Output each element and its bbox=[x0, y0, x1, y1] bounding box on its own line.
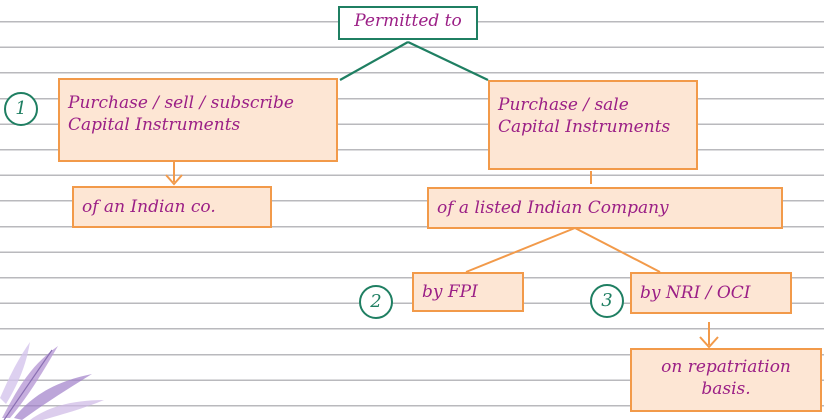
fpi-box: by FPI bbox=[412, 272, 524, 312]
root-node: Permitted to bbox=[338, 6, 478, 40]
fpi-label: by FPI bbox=[422, 282, 478, 302]
nri-label: by NRI / OCI bbox=[640, 283, 751, 303]
step-number-badge-3: 3 bbox=[590, 284, 624, 318]
nri-box: by NRI / OCI bbox=[630, 272, 792, 314]
step-number-badge-1: 1 bbox=[4, 92, 38, 126]
repatriation-box: on repatriation basis. bbox=[630, 348, 822, 412]
left-purchase-box: Purchase / sell / subscribe Capital Inst… bbox=[58, 78, 338, 162]
listed-company-label: of a listed Indian Company bbox=[437, 198, 669, 218]
right-purchase-line1: Purchase / sale bbox=[498, 95, 629, 115]
root-label: Permitted to bbox=[354, 11, 462, 31]
connector-to-fpi bbox=[465, 227, 576, 273]
arrowhead-left bbox=[165, 174, 183, 186]
left-purchase-line1: Purchase / sell / subscribe bbox=[68, 93, 294, 113]
listed-company-box: of a listed Indian Company bbox=[427, 187, 783, 229]
indian-co-box: of an Indian co. bbox=[72, 186, 272, 228]
repatriation-line2: basis. bbox=[701, 379, 751, 399]
arrowhead-nri bbox=[699, 336, 719, 349]
step-number-badge-2: 2 bbox=[359, 285, 393, 319]
left-purchase-line2: Capital Instruments bbox=[68, 115, 241, 135]
connector-to-nri bbox=[574, 227, 661, 273]
lavender-leaf-decoration bbox=[0, 342, 104, 420]
right-purchase-box: Purchase / sale Capital Instruments bbox=[488, 80, 698, 170]
indian-co-label: of an Indian co. bbox=[82, 197, 216, 217]
repatriation-line1: on repatriation bbox=[661, 357, 791, 377]
connector-root-right bbox=[407, 41, 489, 81]
connector-root-left bbox=[339, 41, 409, 81]
right-purchase-line2: Capital Instruments bbox=[498, 117, 671, 137]
